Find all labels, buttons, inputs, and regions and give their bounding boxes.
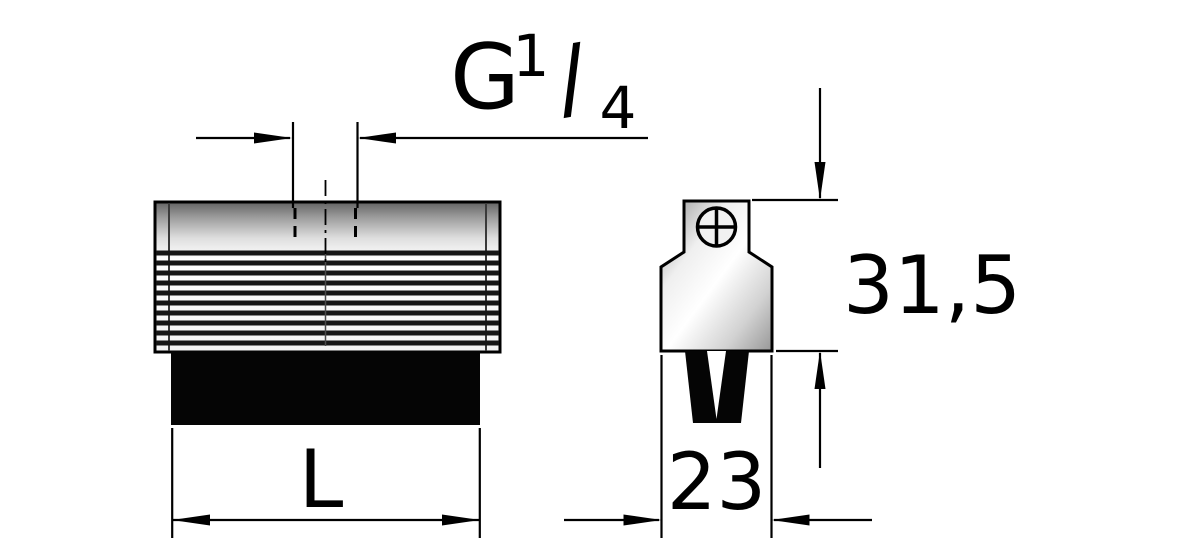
dimension-arrow-right-icon <box>254 132 292 144</box>
width-dimension: 23 <box>564 355 872 538</box>
height-label: 31,5 <box>843 239 1021 332</box>
dimension-arrow-right-icon <box>442 514 480 526</box>
dimension-arrow-down-icon <box>814 162 826 200</box>
dimension-arrow-right-icon <box>623 514 662 526</box>
body-outline <box>153 200 502 354</box>
length-dimension: L <box>171 428 481 538</box>
height-dimension: 31,5 <box>752 88 1021 468</box>
width-label: 23 <box>667 438 766 528</box>
end-view <box>659 199 774 423</box>
base-block <box>171 351 480 425</box>
thread-label-denominator: 4 <box>600 74 637 142</box>
end-view-outline <box>659 199 774 353</box>
dimension-arrow-up-icon <box>814 351 826 389</box>
knurling-ribs <box>156 250 499 346</box>
thread-label-prefix: G <box>450 25 520 130</box>
dimension-arrow-left-icon <box>771 514 810 526</box>
length-label: L <box>299 433 344 526</box>
dimension-arrow-left-icon <box>172 514 210 526</box>
barb-notch <box>707 351 726 419</box>
dimension-arrow-left-icon <box>358 132 396 144</box>
side-view <box>153 200 502 425</box>
thread-label-numerator: 1 <box>513 22 550 90</box>
thread-label-slash: / <box>548 24 595 131</box>
